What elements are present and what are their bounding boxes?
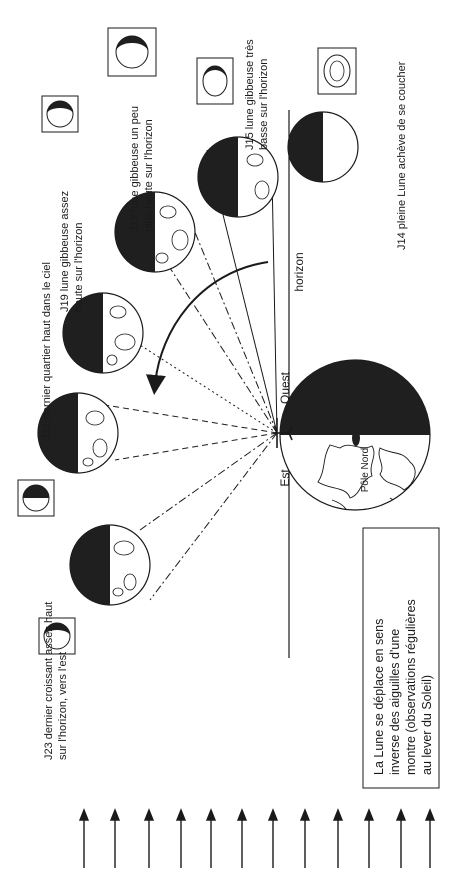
moon-j23: [69, 524, 151, 606]
inset-j14: [317, 47, 357, 95]
arrow-up-icon: [267, 808, 279, 868]
ouest-label: Ouest: [278, 371, 292, 404]
arrow-up-icon: [424, 808, 436, 868]
inset-j23: [38, 617, 76, 655]
arrow-up-icon: [236, 808, 248, 868]
note-text: La Lune se déplace en sens inverse des a…: [372, 596, 434, 775]
label-j15: J15 lune gibbeuse très basse sur l'horiz…: [244, 36, 270, 150]
label-j14-line1: J14 pleine Lune achève de se coucher: [396, 61, 408, 250]
arrow-up-icon: [363, 808, 375, 868]
label-j23-line2: sur l'horizon, vers l'est: [57, 652, 69, 760]
note-line-1: La Lune se déplace en sens: [372, 619, 386, 775]
label-j15-line2: basse sur l'horizon: [258, 59, 270, 150]
inset-j19: [41, 95, 79, 133]
moon-j14: [287, 111, 359, 183]
label-j19: J19 lune gibbeuse assez haute sur l'hori…: [59, 188, 85, 312]
label-j17-line1: J17 lune gibbeuse un peu: [129, 106, 141, 232]
label-j21-line1: J21 dernier quartier haut dans le ciel: [41, 262, 53, 440]
observer-icon: [276, 418, 293, 448]
sight-line-j15-b: [271, 174, 278, 434]
sight-line-j17-b: [169, 267, 278, 434]
label-j17: J17 lune gibbeuse un peu plus haute sur …: [129, 103, 155, 232]
curved-arrow-icon: [145, 261, 269, 395]
pole-north-marker: [352, 430, 360, 446]
arrow-up-icon: [78, 808, 90, 868]
arrow-up-icon: [143, 808, 155, 868]
arrow-up-icon: [109, 808, 121, 868]
label-j14: J14 pleine Lune achève de se coucher: [396, 61, 408, 250]
pole-north-label: Pôle Nord: [360, 448, 371, 492]
arrow-up-icon: [299, 808, 311, 868]
note-line-4: au lever du Soleil): [420, 675, 434, 775]
label-j23: J23 dernier croissant assez haut sur l'h…: [43, 599, 69, 760]
note-box: La Lune se déplace en sens inverse des a…: [362, 527, 440, 789]
moon-j17: [114, 191, 196, 273]
note-line-3: montre (observations régulières: [404, 599, 418, 775]
note-line-2: inverse des aiguilles d'une: [388, 629, 402, 775]
sight-line-j19: [139, 344, 278, 434]
sight-line-j23-b: [149, 432, 278, 601]
earth: Pôle Nord: [279, 359, 431, 511]
arrow-up-icon: [205, 808, 217, 868]
label-j19-line1: J19 lune gibbeuse assez: [59, 191, 71, 312]
sight-line-j23-a: [139, 432, 278, 531]
sight-line-j21-a: [104, 404, 278, 434]
sight-line-j17-a: [189, 219, 278, 434]
label-j21: J21 dernier quartier haut dans le ciel: [41, 262, 53, 440]
est-label: Est: [278, 469, 292, 487]
label-j15-line1: J15 lune gibbeuse très: [244, 39, 256, 150]
sight-line-j21-b: [114, 432, 278, 461]
earth-night-side: [280, 360, 430, 435]
inset-j17: [107, 27, 157, 77]
horizon-label: horizon: [292, 252, 306, 291]
label-j23-line1: J23 dernier croissant assez haut: [43, 602, 55, 760]
arrow-up-icon: [332, 808, 344, 868]
arrow-up-icon: [175, 808, 187, 868]
label-j19-line2: haute sur l'horizon: [73, 222, 85, 312]
inset-j21: [17, 479, 55, 517]
label-j17-line2: plus haute sur l'horizon: [143, 119, 155, 232]
inset-j15: [196, 57, 234, 105]
arrow-up-icon: [395, 808, 407, 868]
sun-rays: [78, 808, 436, 868]
